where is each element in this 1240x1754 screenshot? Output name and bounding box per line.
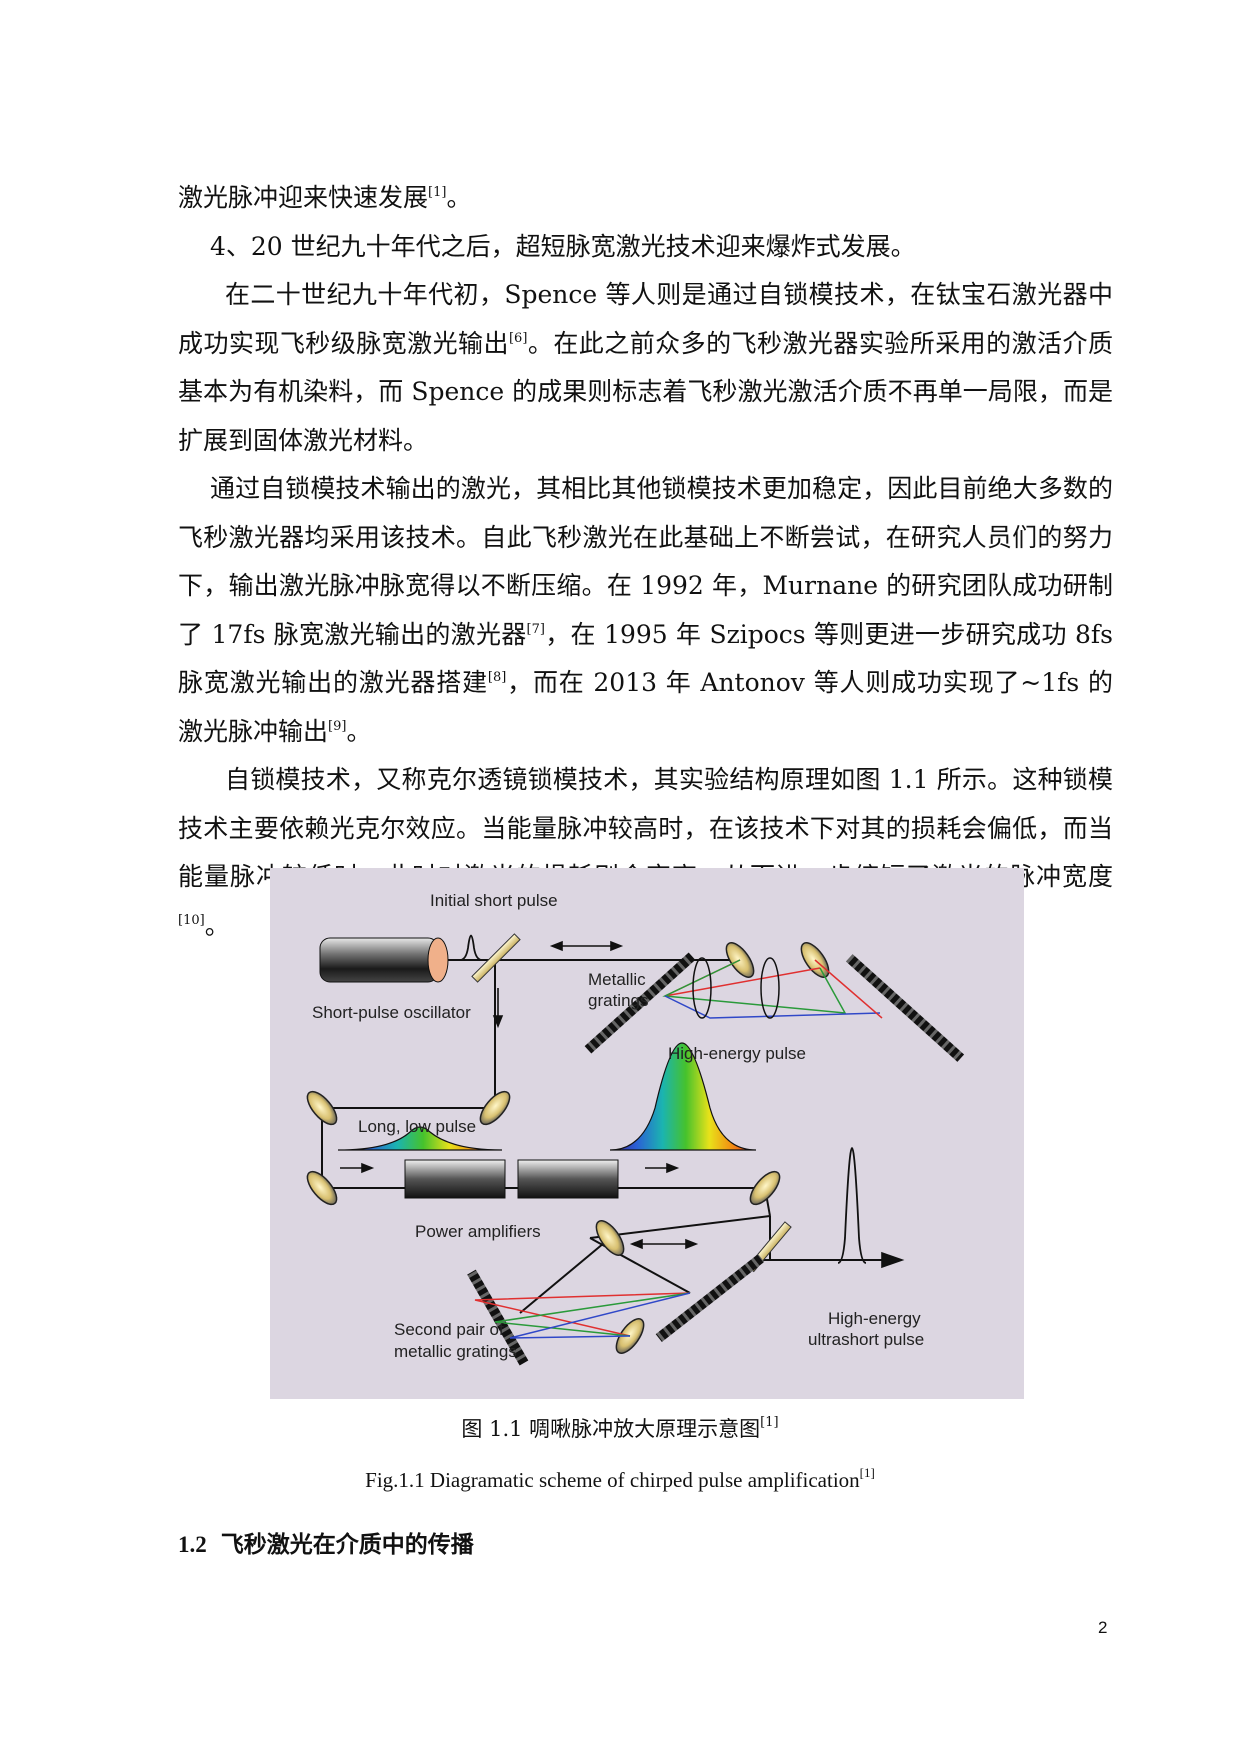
section-number: 1.2 — [178, 1532, 207, 1557]
short-pulse-oscillator — [319, 937, 449, 983]
paragraph-1: 激光脉冲迎来快速发展[1]。 — [178, 183, 472, 212]
power-amplifiers — [404, 1159, 619, 1199]
citation[interactable]: [1] — [428, 185, 447, 200]
grating-2 — [845, 954, 965, 1062]
paragraph-4: 通过自锁模技术输出的激光，其相比其他锁模技术更加稳定，因此目前绝大多数的飞秒激光… — [178, 474, 1113, 746]
page-number: 2 — [1098, 1618, 1108, 1637]
body-text: 激光脉冲迎来快速发展[1]。 4、20 世纪九十年代之后，超短脉宽激光技术迎来爆… — [178, 174, 1113, 950]
label-initial-short-pulse: Initial short pulse — [430, 891, 558, 910]
initial-short-pulse-shape — [459, 934, 483, 961]
compressor-rays — [474, 1292, 691, 1339]
long-low-pulse-shape — [337, 1126, 503, 1151]
label-second-pair-1: Second pair of — [394, 1320, 504, 1339]
citation[interactable]: [6] — [508, 330, 528, 346]
label-second-pair-2: metallic gratings — [394, 1342, 517, 1361]
citation[interactable]: [10] — [178, 912, 205, 928]
label-metallic-gratings-2: gratings — [588, 991, 648, 1010]
paragraph-2: 4、20 世纪九十年代之后，超短脉宽激光技术迎来爆炸式发展。 — [210, 231, 916, 261]
label-power-amplifiers: Power amplifiers — [415, 1222, 541, 1241]
ultrashort-pulse-shape — [837, 1147, 867, 1264]
stretcher-rays — [662, 959, 883, 1019]
section-title-text: 飞秒激光在介质中的传播 — [220, 1532, 474, 1558]
grating-3 — [467, 1269, 529, 1366]
citation[interactable]: [9] — [328, 718, 347, 734]
citation[interactable]: [1] — [859, 1465, 875, 1480]
figure-caption-en: Fig.1.1 Diagramatic scheme of chirped pu… — [365, 1465, 875, 1492]
label-high-energy-1: High-energy — [828, 1309, 921, 1328]
beam-splitter-1 — [471, 933, 521, 983]
citation[interactable]: [1] — [760, 1415, 779, 1430]
label-metallic-gratings-1: Metallic — [588, 970, 646, 989]
direction-arrows — [340, 940, 905, 1269]
citation[interactable]: [8] — [487, 670, 507, 685]
label-long-low-pulse: Long, low pulse — [358, 1117, 476, 1136]
paragraph-3: 在二十世纪九十年代初，Spence 等人则是通过自锁模技术，在钛宝石激光器中成功… — [178, 280, 1113, 455]
section-heading: 1.2 飞秒激光在介质中的传播 — [178, 1525, 474, 1559]
cpa-diagram-figure: Initial short pulse Short-pulse oscillat… — [270, 868, 1024, 1399]
grating-1 — [584, 952, 696, 1054]
lenses — [692, 957, 780, 1019]
figure-labels: Initial short pulse Short-pulse oscillat… — [312, 891, 924, 1361]
label-short-pulse-oscillator: Short-pulse oscillator — [312, 1003, 471, 1022]
label-high-energy-2: ultrashort pulse — [808, 1330, 924, 1349]
citation[interactable]: [7] — [526, 621, 545, 637]
label-high-energy-pulse: High-energy pulse — [668, 1044, 806, 1063]
figure-caption-cn: 图 1.1 啁啾脉冲放大原理示意图[1] — [461, 1415, 779, 1441]
grating-4 — [655, 1254, 765, 1342]
cpa-diagram: Initial short pulse Short-pulse oscillat… — [306, 891, 965, 1366]
high-energy-pulse-shape — [609, 1042, 757, 1151]
